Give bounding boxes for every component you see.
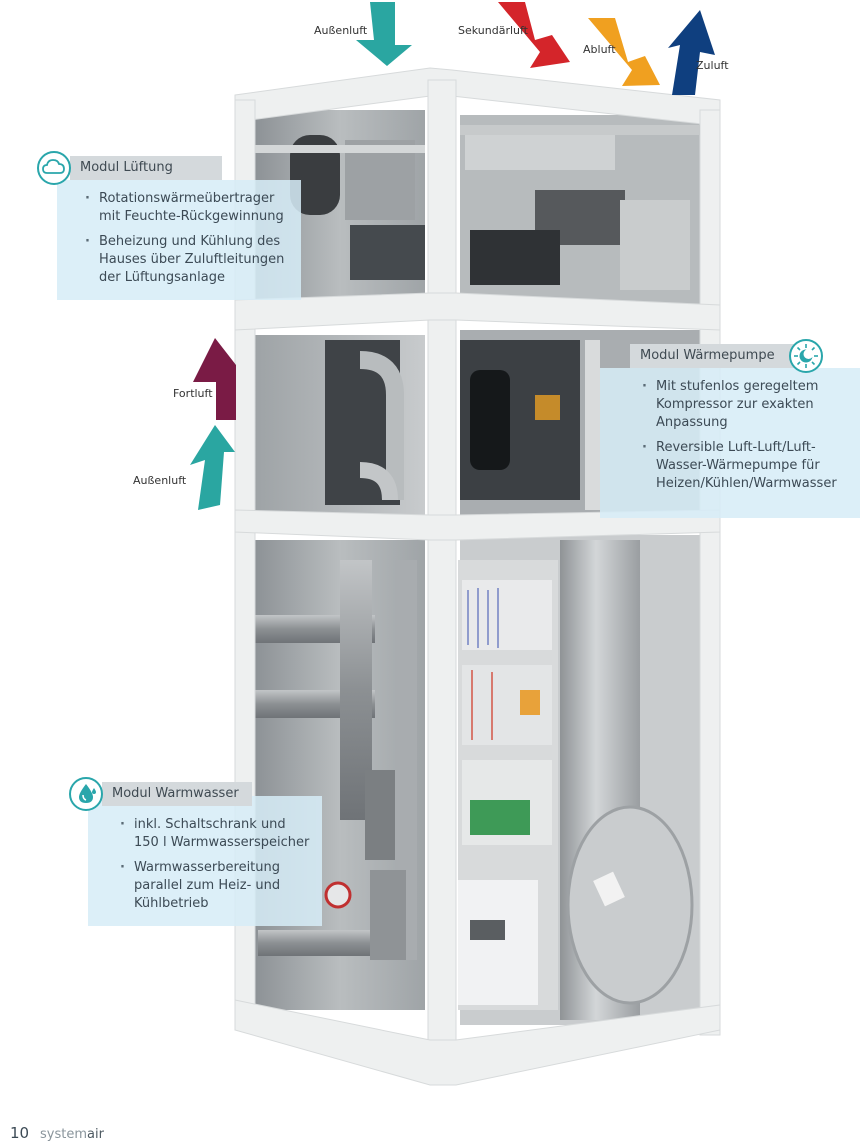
extract-air-label: Abluft [583, 43, 616, 56]
expansion-vessel [566, 805, 694, 1005]
page-number: 10 [10, 1124, 30, 1142]
module-hot-water-body: inkl. Schaltschrank und 150 l Warmwasser… [88, 796, 322, 926]
outside-air-label-top: Außenluft [314, 24, 368, 37]
module-heat-pump-body: Mit stufenlos geregeltem Kompressor zur … [600, 368, 860, 518]
brand-prefix: system [40, 1127, 87, 1142]
secondary-air-arrow [498, 2, 570, 68]
exhaust-air-label: Fortluft [173, 387, 213, 400]
cloud-icon [37, 151, 71, 185]
outside-air-label-side: Außenluft [133, 474, 187, 487]
module-hot-water-item: inkl. Schaltschrank und 150 l Warmwasser… [118, 816, 314, 852]
module-heat-pump-item: Reversible Luft-Luft/Luft-Wasser-Wärmepu… [640, 439, 850, 493]
extract-air-arrow [588, 18, 660, 86]
module-ventilation-title: Modul Lüftung [70, 156, 222, 180]
sun-moon-icon [789, 339, 823, 373]
module-ventilation-item: Beheizung und Kühlung des Hauses über Zu… [83, 233, 291, 287]
outside-air-arrow-top [356, 2, 412, 66]
module-heat-pump-item: Mit stufenlos geregeltem Kompressor zur … [640, 378, 850, 432]
supply-air-label: Zuluft [696, 59, 729, 72]
module-ventilation-item: Rotationswärmeübertrager mit Feuchte-Rüc… [83, 190, 291, 226]
exhaust-air-arrow [193, 338, 236, 420]
module-ventilation-body: Rotationswärmeübertrager mit Feuchte-Rüc… [57, 180, 301, 300]
supply-air-arrow [668, 10, 715, 95]
rotary-wheel [290, 135, 340, 215]
module-hot-water-title: Modul Warmwasser [102, 782, 252, 806]
module-hot-water-item: Warmwasserbereitung parallel zum Heiz- u… [118, 859, 314, 913]
outside-air-arrow-side [190, 425, 235, 510]
module-heat-pump-title: Modul Wärmepumpe [630, 344, 796, 368]
water-drop-icon [69, 777, 103, 811]
brand-suffix: air [87, 1127, 104, 1142]
brand-logo: systemair [40, 1127, 104, 1142]
secondary-air-label: Sekundärluft [458, 24, 528, 37]
